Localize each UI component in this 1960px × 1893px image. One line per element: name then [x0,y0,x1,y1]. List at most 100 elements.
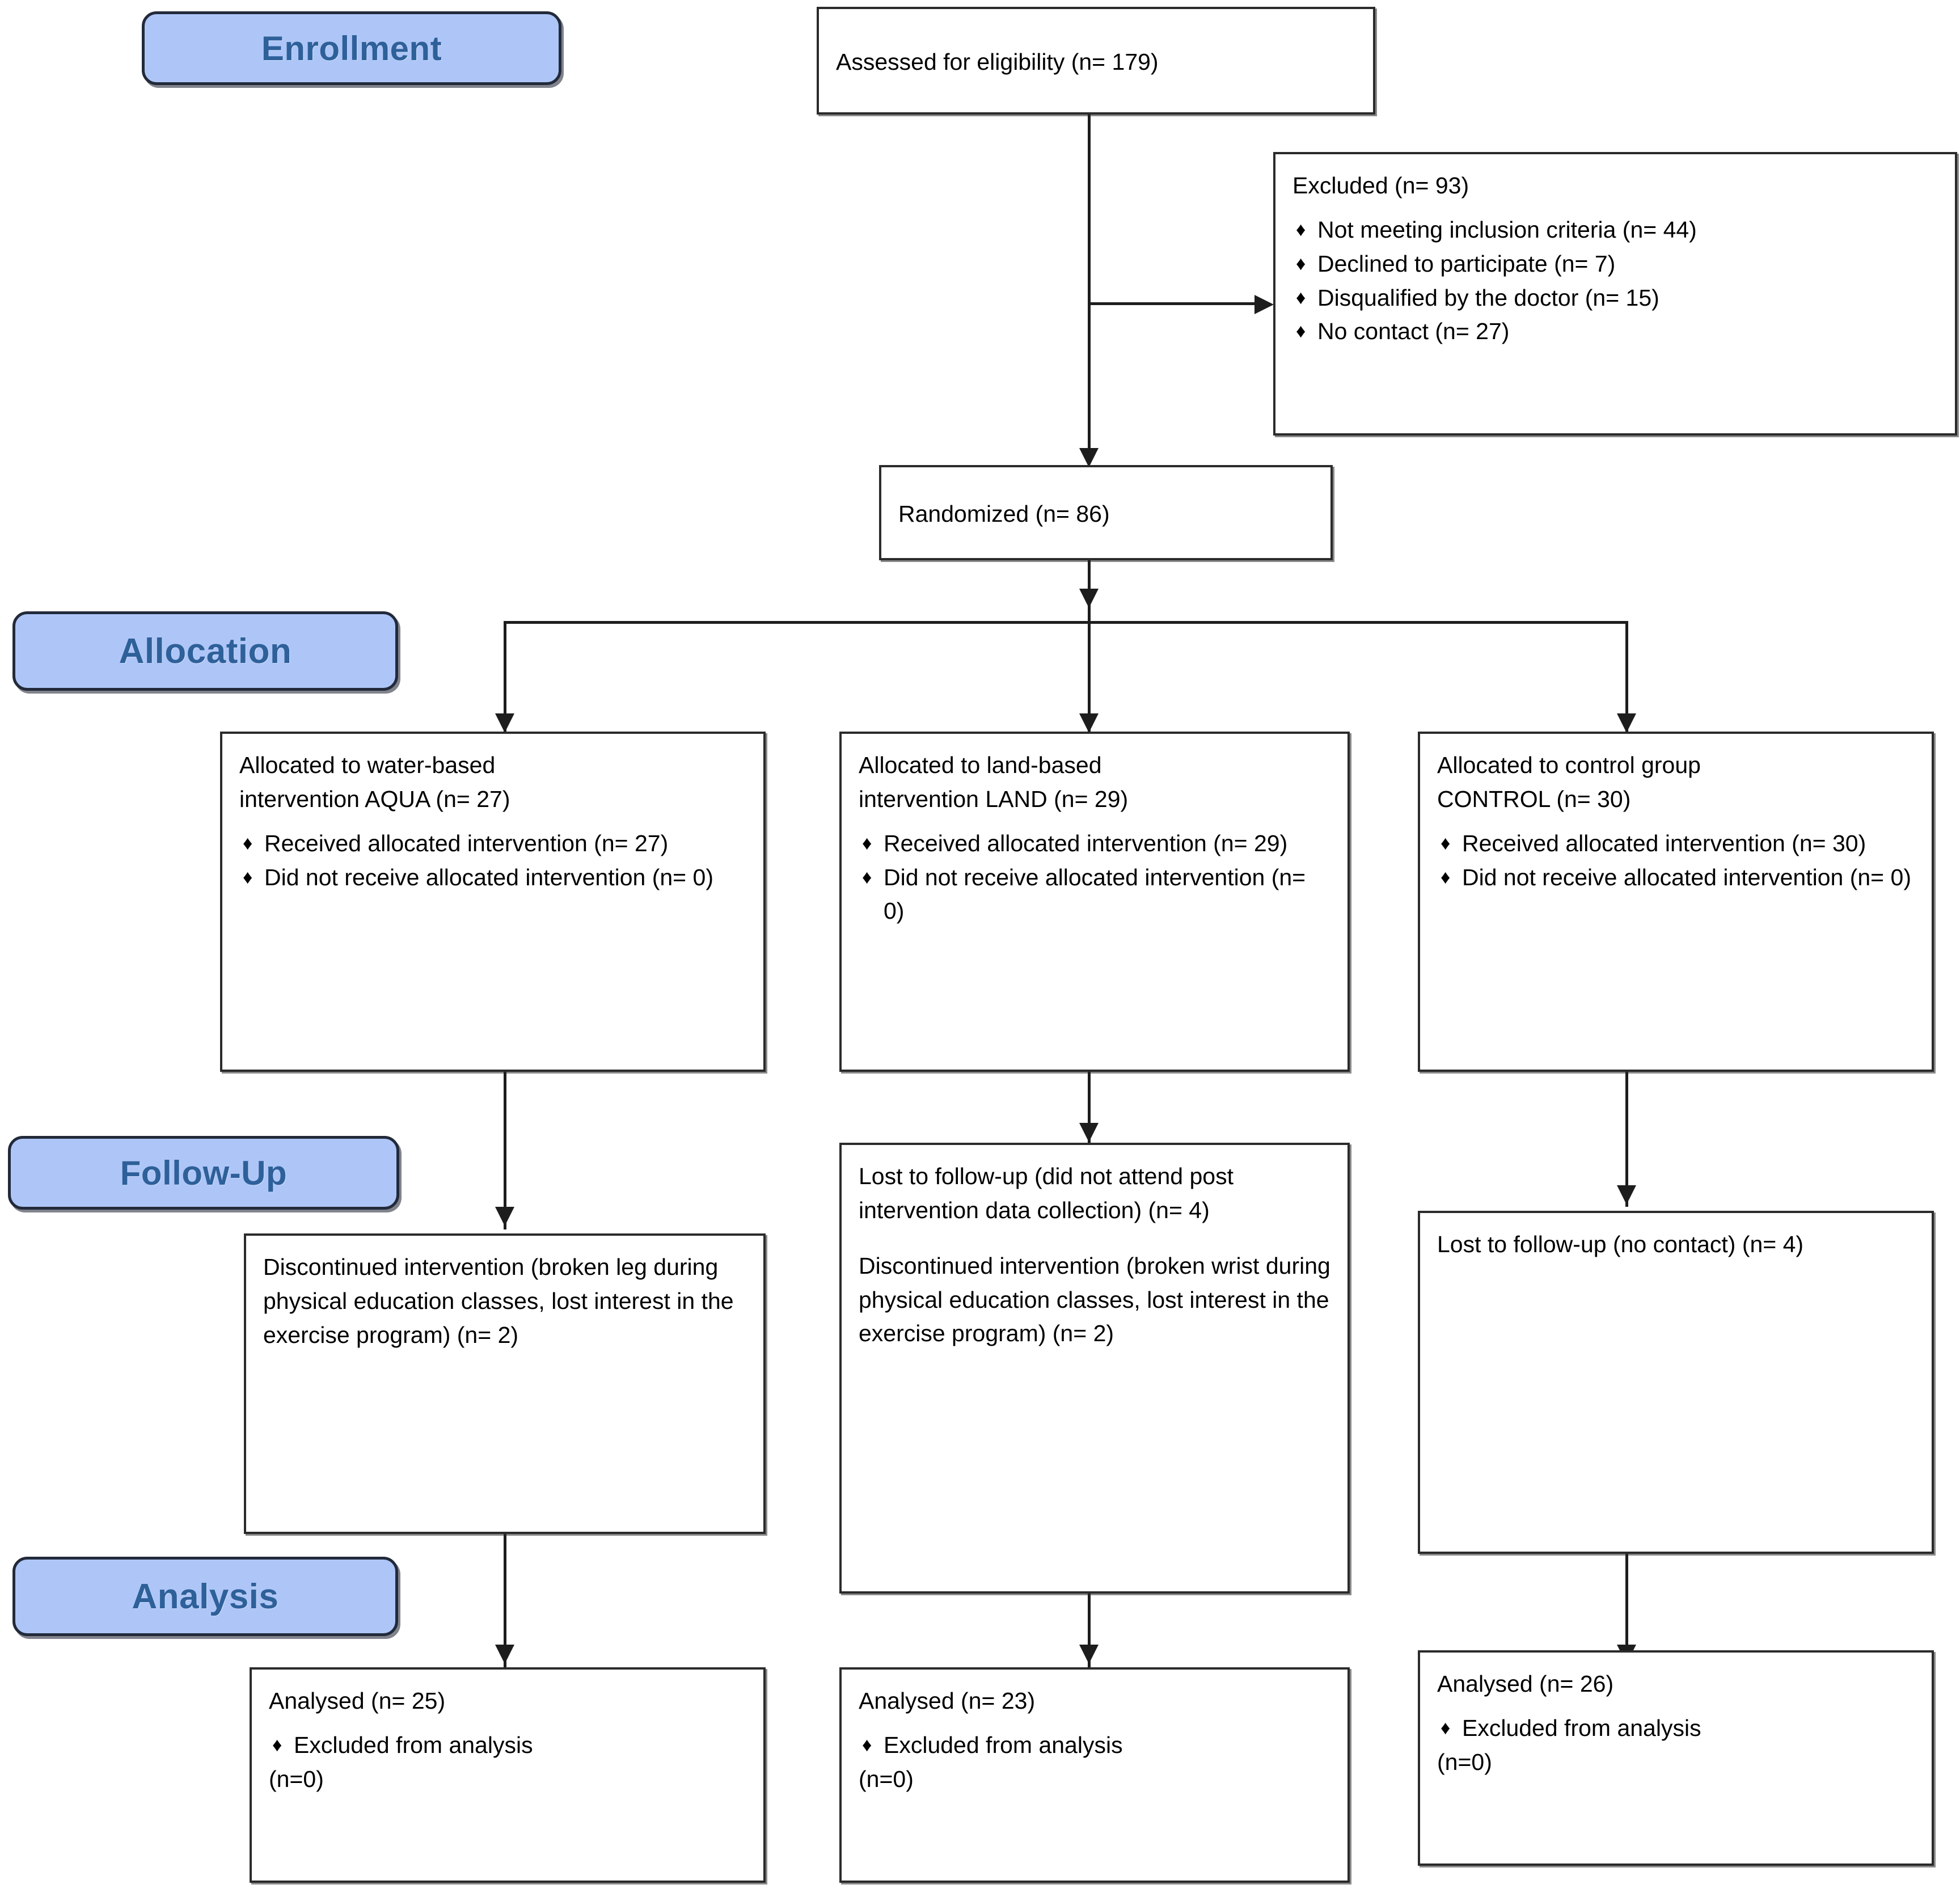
allocation-land-item-text: Received allocated intervention (n= 29) [884,830,1288,856]
box-allocation-land: Allocated to land-based intervention LAN… [839,732,1350,1072]
list-item: ♦ No contact (n= 27) [1292,315,1938,349]
connector-control-alloc-to-followup [1625,1071,1628,1207]
list-item: ♦ Received allocated intervention (n= 30… [1437,827,1915,861]
stage-badge-analysis: Analysis [12,1557,398,1636]
arrow-land-alloc-to-followup [1079,1123,1099,1142]
arrow-assessed-to-randomized [1079,448,1099,467]
arrow-to-excluded [1254,295,1274,314]
diamond-bullet-icon: ♦ [862,866,872,888]
allocation-land-item-text: Did not receive allocated intervention (… [884,864,1306,924]
arrow-split-to-land [1079,713,1099,733]
arrow-split-to-control [1617,713,1636,733]
allocation-control-title-line2: CONTROL (n= 30) [1437,785,1631,812]
analysed-aqua-bullet-text: Excluded from analysis [294,1731,533,1758]
box-analysed-control: Analysed (n= 26) ♦ Excluded from analysi… [1418,1650,1934,1866]
allocation-land-title-line2: intervention LAND (n= 29) [859,785,1129,812]
list-item: ♦ Did not receive allocated intervention… [1437,861,1915,895]
arrow-control-alloc-to-followup [1617,1185,1636,1205]
diamond-bullet-icon: ♦ [1296,286,1306,309]
list-item: ♦ Received allocated intervention (n= 29… [859,827,1330,861]
allocation-aqua-item-text: Did not receive allocated intervention (… [264,864,713,890]
allocation-land-list: ♦ Received allocated intervention (n= 29… [859,827,1330,929]
diamond-bullet-icon: ♦ [272,1734,282,1756]
stage-badge-enrollment-label: Enrollment [261,29,442,67]
connector-control-followup-to-analysis [1625,1554,1628,1667]
box-randomized: Randomized (n= 86) [879,465,1333,560]
list-item: ♦ Excluded from analysis [859,1729,1330,1763]
allocation-aqua-title-line2: intervention AQUA (n= 27) [239,785,510,812]
box-analysed-aqua: Analysed (n= 25) ♦ Excluded from analysi… [250,1667,766,1883]
analysed-control-title: Analysed (n= 26) [1437,1671,1614,1697]
allocation-land-title-line1: Allocated to land-based [859,752,1102,778]
stage-badge-followup-label: Follow-Up [120,1153,288,1192]
connector-aqua-followup-to-analysis [504,1534,506,1667]
analysed-aqua-bullet-count: (n=0) [269,1765,324,1792]
analysed-land-list: ♦ Excluded from analysis [859,1729,1330,1763]
connector-split-to-aqua [504,621,506,734]
analysed-land-title: Analysed (n= 23) [859,1688,1036,1714]
allocation-control-list: ♦ Received allocated intervention (n= 30… [1437,827,1915,895]
stage-badge-followup: Follow-Up [8,1136,399,1210]
diamond-bullet-icon: ♦ [1296,252,1306,274]
box-analysed-land: Analysed (n= 23) ♦ Excluded from analysi… [839,1667,1350,1883]
followup-land-text-1: Lost to follow-up (did not attend post i… [859,1163,1234,1223]
assessed-text: Assessed for eligibility (n= 179) [836,49,1159,75]
followup-land-text-2: Discontinued intervention (broken wrist … [859,1252,1330,1347]
stage-badge-allocation: Allocation [12,611,398,691]
arrow-aqua-alloc-to-followup [495,1207,514,1226]
excluded-reason-text: Declined to participate (n= 7) [1317,250,1616,277]
diamond-bullet-icon: ♦ [1441,1717,1451,1739]
allocation-aqua-title-line1: Allocated to water-based [239,752,496,778]
box-allocation-aqua: Allocated to water-based intervention AQ… [220,732,766,1072]
list-item: ♦ Disqualified by the doctor (n= 15) [1292,281,1938,315]
analysed-aqua-title: Analysed (n= 25) [269,1688,446,1714]
list-item: ♦ Excluded from analysis [269,1729,746,1763]
diamond-bullet-icon: ♦ [862,1734,872,1756]
allocation-aqua-list: ♦ Received allocated intervention (n= 27… [239,827,746,895]
box-excluded: Excluded (n= 93) ♦ Not meeting inclusion… [1273,152,1957,436]
connector-split-to-land [1088,621,1091,734]
diamond-bullet-icon: ♦ [1441,832,1451,854]
connector-split-to-control [1625,621,1628,734]
followup-aqua-text: Discontinued intervention (broken leg du… [263,1254,734,1348]
allocation-control-item-text: Received allocated intervention (n= 30) [1462,830,1866,856]
diamond-bullet-icon: ♦ [243,866,253,888]
followup-control-text: Lost to follow-up (no contact) (n= 4) [1437,1231,1804,1257]
list-item: ♦ Declined to participate (n= 7) [1292,247,1938,281]
randomized-text: Randomized (n= 86) [898,501,1110,527]
list-item: ♦ Did not receive allocated intervention… [859,861,1330,929]
box-followup-land: Lost to follow-up (did not attend post i… [839,1143,1350,1594]
connector-aqua-alloc-to-followup [504,1071,506,1229]
diamond-bullet-icon: ♦ [243,832,253,854]
diamond-bullet-icon: ♦ [1296,320,1306,343]
arrow-aqua-followup-to-analysis [495,1645,514,1664]
box-assessed-for-eligibility: Assessed for eligibility (n= 179) [817,7,1375,115]
list-item: ♦ Received allocated intervention (n= 27… [239,827,746,861]
allocation-control-item-text: Did not receive allocated intervention (… [1462,864,1911,890]
analysed-control-bullet-text: Excluded from analysis [1462,1714,1701,1741]
analysed-control-bullet-count: (n=0) [1437,1748,1492,1775]
list-item: ♦ Not meeting inclusion criteria (n= 44) [1292,213,1938,247]
allocation-aqua-item-text: Received allocated intervention (n= 27) [264,830,669,856]
connector-assessed-to-randomized [1088,111,1091,462]
allocation-control-title-line1: Allocated to control group [1437,752,1701,778]
list-item: ♦ Excluded from analysis [1437,1712,1915,1746]
analysed-land-bullet-count: (n=0) [859,1765,914,1792]
connector-land-alloc-to-followup [1088,1071,1091,1144]
analysed-land-bullet-text: Excluded from analysis [884,1731,1123,1758]
connector-land-followup-to-analysis [1088,1594,1091,1667]
analysed-control-list: ♦ Excluded from analysis [1437,1712,1915,1746]
box-followup-control: Lost to follow-up (no contact) (n= 4) [1418,1211,1934,1554]
connector-allocation-split-bar [504,621,1628,624]
connector-to-excluded [1088,302,1258,305]
stage-badge-allocation-label: Allocation [119,631,292,671]
diamond-bullet-icon: ♦ [862,832,872,854]
box-allocation-control: Allocated to control group CONTROL (n= 3… [1418,732,1934,1072]
analysed-aqua-list: ♦ Excluded from analysis [269,1729,746,1763]
excluded-title: Excluded (n= 93) [1292,172,1469,198]
stage-badge-analysis-label: Analysis [132,1577,279,1616]
list-item: ♦ Did not receive allocated intervention… [239,861,746,895]
diamond-bullet-icon: ♦ [1296,218,1306,240]
excluded-reason-list: ♦ Not meeting inclusion criteria (n= 44)… [1292,213,1938,349]
